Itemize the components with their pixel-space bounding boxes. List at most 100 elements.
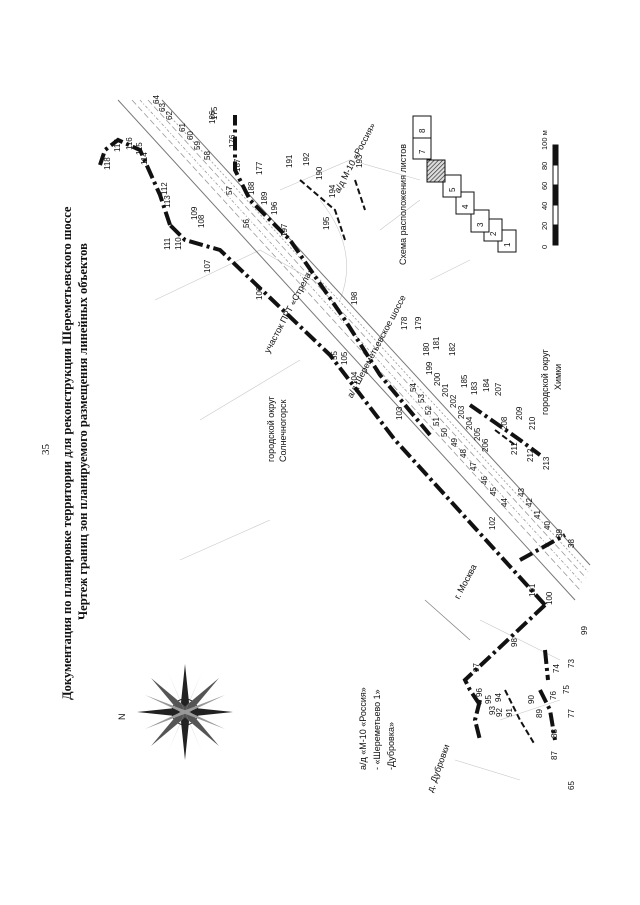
boundary-point-61: 61 <box>178 123 187 132</box>
boundary-point-212: 212 <box>526 448 535 462</box>
boundary-point-187: 187 <box>233 158 242 172</box>
sheet-label-3: 3 <box>476 222 485 227</box>
legend-title: Схема расположения листов <box>398 143 408 265</box>
boundary-point-193: 193 <box>355 154 364 168</box>
boundary-point-46: 46 <box>480 476 489 485</box>
scale-bar <box>552 144 559 246</box>
boundary-point-208: 208 <box>500 416 509 430</box>
boundary-point-177: 177 <box>255 161 264 175</box>
label-khimki-1: городской округ <box>540 349 550 415</box>
boundary-point-59: 59 <box>193 141 202 150</box>
boundary-point-99: 99 <box>580 626 589 635</box>
scale-tick-40: 40 <box>540 201 549 210</box>
boundary-point-107: 107 <box>203 259 212 273</box>
boundary-point-209: 209 <box>515 406 524 420</box>
boundary-point-49: 49 <box>450 438 459 447</box>
scale-tick-80: 80 <box>540 161 549 170</box>
label-solnechnogorsk-1: городской округ <box>266 396 276 462</box>
boundary-point-96: 96 <box>475 688 484 697</box>
boundary-point-55: 55 <box>330 351 339 360</box>
sheet-7 <box>412 136 432 160</box>
boundary-point-45: 45 <box>489 487 498 496</box>
boundary-point-198: 198 <box>350 291 359 305</box>
boundary-point-102: 102 <box>488 516 497 530</box>
sheet-3 <box>470 209 490 233</box>
boundary-point-93: 93 <box>488 706 497 715</box>
boundary-point-54: 54 <box>409 383 418 392</box>
boundary-point-87: 87 <box>550 751 559 760</box>
boundary-point-91: 91 <box>505 708 514 717</box>
boundary-point-192: 192 <box>302 152 311 166</box>
sheet-label-8: 8 <box>418 128 427 133</box>
boundary-point-41: 41 <box>533 510 542 519</box>
boundary-point-195: 195 <box>322 216 331 230</box>
boundary-point-51: 51 <box>432 417 441 426</box>
boundary-point-110: 110 <box>174 237 183 250</box>
boundary-point-73: 73 <box>567 659 576 668</box>
sheet-6 <box>426 159 446 183</box>
boundary-point-178: 178 <box>400 316 409 330</box>
label-dubrovki-road-1: а/д «М-10 «Россия» <box>358 687 368 770</box>
scale-tick-100: 100 м <box>540 130 549 150</box>
boundary-point-211: 211 <box>510 442 519 455</box>
boundary-point-76: 76 <box>549 691 558 700</box>
boundary-point-189: 189 <box>260 191 269 205</box>
boundary-point-103: 103 <box>395 406 404 420</box>
boundary-point-190: 190 <box>315 166 324 180</box>
boundary-point-112: 112 <box>160 182 169 195</box>
boundary-point-183: 183 <box>470 381 479 395</box>
boundary-point-180: 180 <box>422 342 431 356</box>
boundary-point-181: 181 <box>432 336 441 350</box>
boundary-point-44: 44 <box>500 498 509 507</box>
boundary-point-105: 105 <box>340 351 349 365</box>
boundary-point-39: 39 <box>555 529 564 538</box>
boundary-point-179: 179 <box>414 316 423 330</box>
boundary-point-64: 64 <box>152 95 161 104</box>
road-corridor <box>117 99 591 641</box>
label-dubrovki-road-2: - «Шереметьево 1» <box>372 689 382 770</box>
label-dubrovki-road-3: -Дубровка» <box>386 722 396 770</box>
boundary-point-38: 38 <box>567 539 576 548</box>
boundary-point-118: 118 <box>103 157 112 170</box>
boundary-point-53: 53 <box>417 394 426 403</box>
boundary-point-106: 106 <box>255 286 264 300</box>
boundary-point-101: 101 <box>528 583 537 597</box>
boundary-point-115: 115 <box>135 142 144 155</box>
sheet-label-2: 2 <box>489 231 498 236</box>
boundary-point-94: 94 <box>494 693 503 702</box>
label-khimki-2: Химки <box>553 363 563 390</box>
boundary-point-95: 95 <box>484 695 493 704</box>
boundary-point-89: 89 <box>535 709 544 718</box>
boundary-point-75: 75 <box>562 685 571 694</box>
boundary-point-207: 207 <box>494 382 503 396</box>
boundary-point-109: 109 <box>190 206 199 220</box>
sheet-label-1: 1 <box>503 242 512 247</box>
boundary-point-52: 52 <box>424 406 433 415</box>
boundary-point-56: 56 <box>242 219 251 228</box>
zone-boundaries <box>98 115 566 741</box>
header-line-2: Чертеж границ зон планируемого размещени… <box>76 243 90 620</box>
boundary-point-117: 117 <box>113 139 122 152</box>
sheet-layout-scheme <box>412 115 517 253</box>
boundary-point-113: 113 <box>163 195 172 208</box>
boundary-point-188: 188 <box>247 181 256 195</box>
boundary-point-74: 74 <box>552 664 561 673</box>
boundary-point-65: 65 <box>567 781 576 790</box>
boundary-point-90: 90 <box>527 695 536 704</box>
scale-tick-60: 60 <box>540 181 549 190</box>
sheet-8 <box>412 115 432 139</box>
boundary-point-98: 98 <box>510 638 519 647</box>
boundary-point-60: 60 <box>186 131 195 140</box>
sheet-5 <box>442 174 462 198</box>
boundary-point-184: 184 <box>482 378 491 392</box>
boundary-point-176: 176 <box>228 134 237 148</box>
boundary-point-77: 77 <box>567 709 576 718</box>
boundary-point-194: 194 <box>328 184 337 198</box>
zone-boundaries-thin <box>299 179 536 746</box>
boundary-point-50: 50 <box>440 428 449 437</box>
boundary-point-48: 48 <box>459 449 468 458</box>
sheet-label-5: 5 <box>448 187 457 192</box>
scale-tick-0: 0 <box>540 244 549 249</box>
boundary-point-43: 43 <box>517 488 526 497</box>
